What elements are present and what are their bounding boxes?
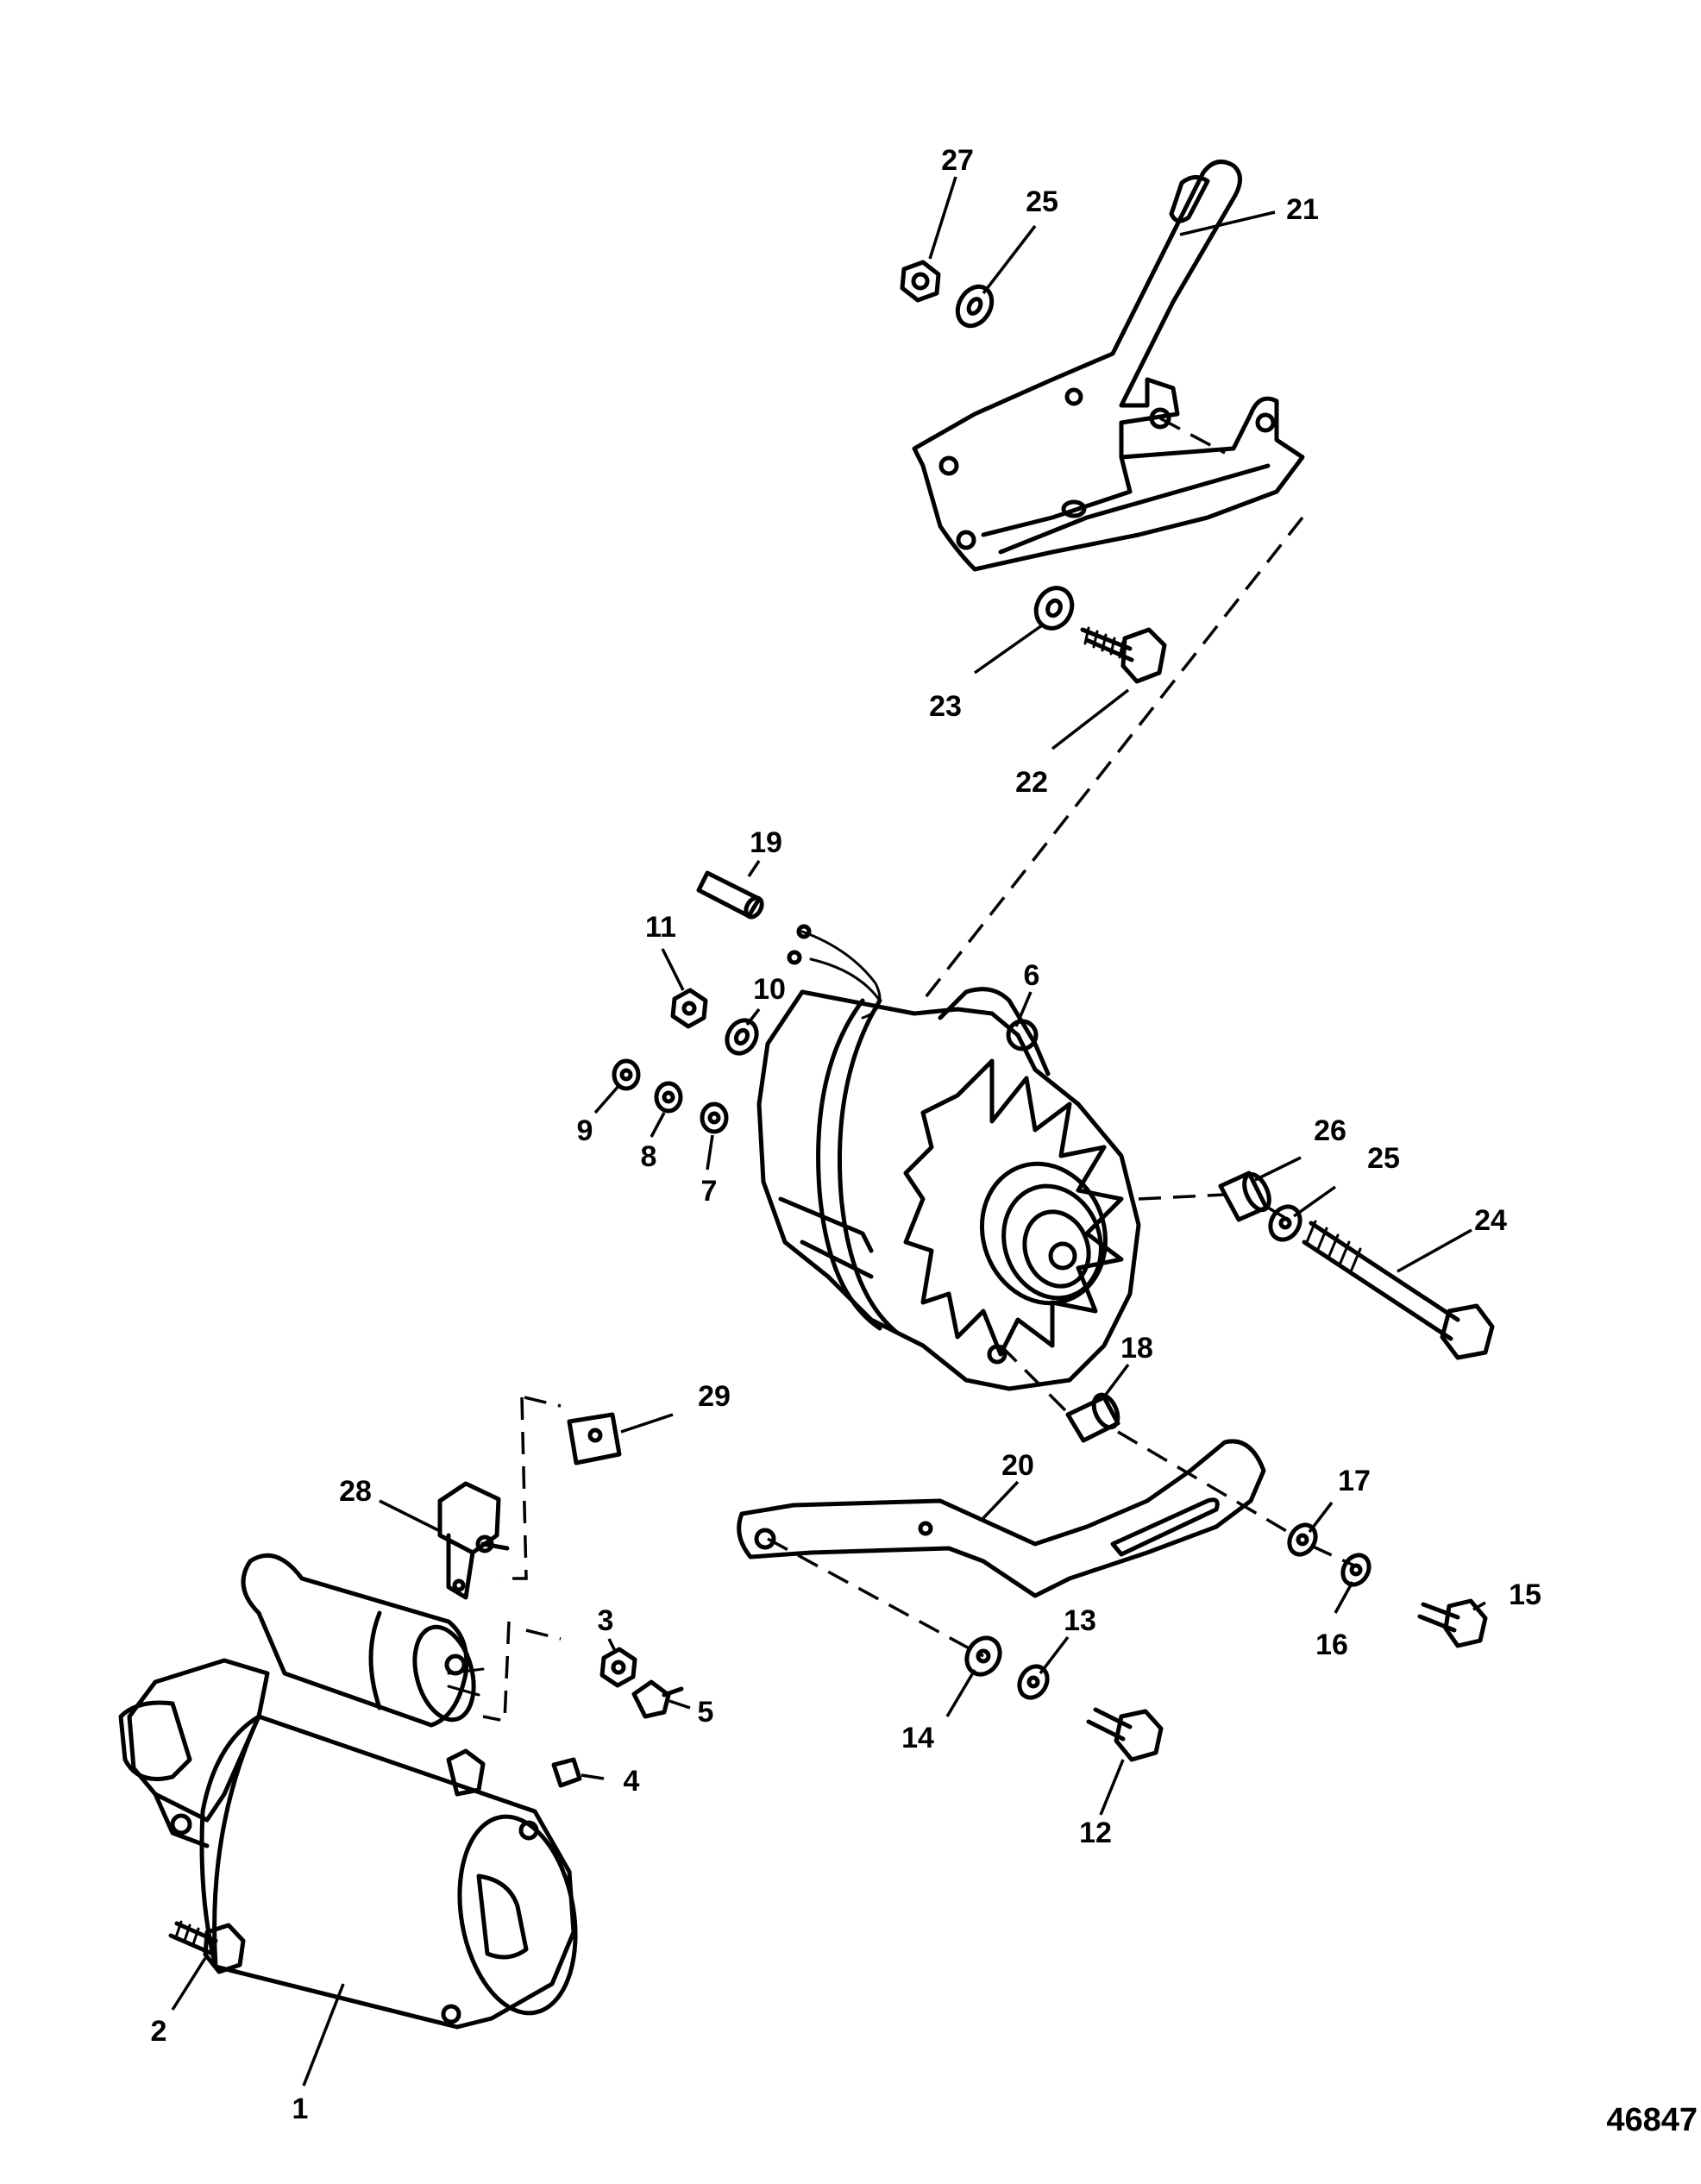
nut-27 xyxy=(900,260,941,303)
callout-13: 13 xyxy=(1064,1604,1096,1637)
callout-14: 14 xyxy=(901,1722,934,1754)
leader-lines xyxy=(171,176,1486,2087)
pin-19 xyxy=(696,870,764,919)
alternator xyxy=(756,924,1141,1391)
washer-7 xyxy=(700,1101,729,1134)
callout-15: 15 xyxy=(1509,1578,1541,1611)
callout-21: 21 xyxy=(1286,193,1319,226)
callout-24: 24 xyxy=(1474,1204,1507,1237)
callout-16: 16 xyxy=(1315,1629,1348,1661)
callout-28: 28 xyxy=(339,1475,372,1508)
lock-washer-10 xyxy=(725,1018,759,1056)
callout-11: 11 xyxy=(645,911,676,944)
washer-23 xyxy=(1033,586,1075,631)
alignment-lines xyxy=(482,417,1355,1723)
bolt-22 xyxy=(1080,626,1167,684)
callout-4: 4 xyxy=(624,1765,640,1798)
callout-23: 23 xyxy=(929,690,962,723)
callout-9: 9 xyxy=(577,1114,593,1147)
bolt-24 xyxy=(1302,1220,1495,1360)
callout-27: 27 xyxy=(941,144,974,177)
nut-3 xyxy=(599,1647,637,1688)
spacer-26 xyxy=(1218,1170,1271,1222)
bolt-2 xyxy=(168,1920,246,1974)
callout-7: 7 xyxy=(701,1175,718,1208)
callout-3: 3 xyxy=(598,1604,614,1637)
callout-19: 19 xyxy=(750,826,782,859)
nut-9 xyxy=(612,1058,641,1091)
callout-22: 22 xyxy=(1015,766,1048,799)
callout-25-top: 25 xyxy=(1026,185,1058,218)
document-number: 46847 xyxy=(1606,2102,1698,2138)
callout-8: 8 xyxy=(641,1140,657,1173)
lock-washer-13 xyxy=(1017,1664,1050,1700)
callout-20: 20 xyxy=(1001,1449,1034,1482)
starter-motor xyxy=(118,1553,578,2030)
callout-10: 10 xyxy=(753,973,786,1006)
terminal-5 xyxy=(631,1679,684,1719)
callout-25-side: 25 xyxy=(1367,1142,1400,1175)
callout-2: 2 xyxy=(151,2015,167,2048)
plate-29 xyxy=(567,1412,622,1465)
spacer-18 xyxy=(1065,1392,1120,1443)
callout-numbers: 27 25 21 23 22 19 11 10 6 9 8 7 26 25 24… xyxy=(151,144,1698,2138)
callout-1: 1 xyxy=(292,2093,309,2125)
callout-18: 18 xyxy=(1120,1332,1153,1365)
lock-washer-16 xyxy=(1340,1553,1371,1587)
nut-4 xyxy=(551,1757,582,1788)
callout-17: 17 xyxy=(1338,1465,1371,1497)
callout-5: 5 xyxy=(698,1696,714,1729)
callout-29: 29 xyxy=(698,1380,731,1413)
connector-28 xyxy=(437,1481,510,1600)
callout-26: 26 xyxy=(1314,1114,1346,1147)
bolt-12 xyxy=(1086,1707,1164,1762)
bolt-15 xyxy=(1417,1598,1488,1648)
callout-6: 6 xyxy=(1024,959,1040,992)
callout-12: 12 xyxy=(1079,1817,1112,1849)
adjusting-strap-20 xyxy=(737,1439,1266,1598)
washer-25-top xyxy=(955,284,995,329)
nut-11 xyxy=(670,988,708,1029)
lock-washer-8 xyxy=(654,1081,683,1114)
upper-mounting-bracket xyxy=(912,160,1305,572)
